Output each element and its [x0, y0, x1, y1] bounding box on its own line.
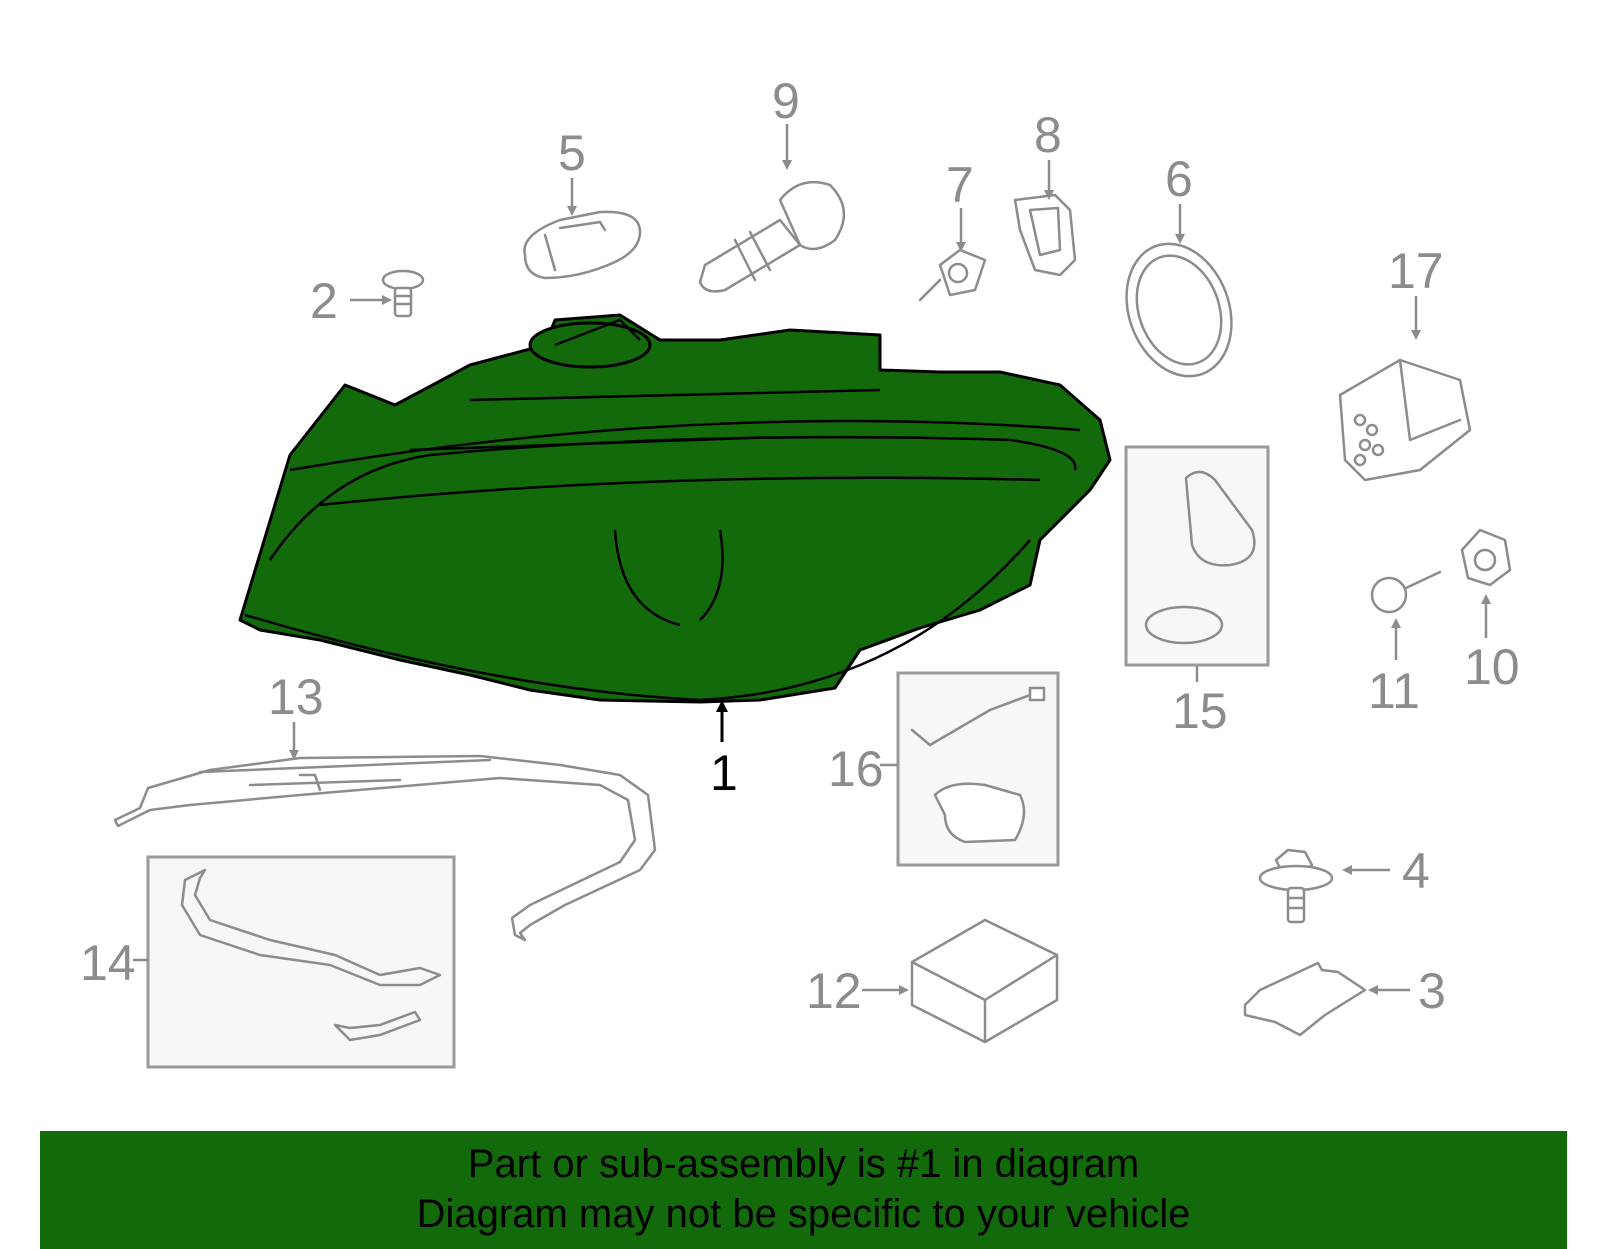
callout-15: 15 — [1172, 683, 1228, 739]
bulb-part-9[interactable] — [698, 180, 846, 293]
gasket-part-15b — [1144, 605, 1224, 645]
callout-2: 2 — [310, 273, 338, 329]
callout-16: 16 — [828, 741, 884, 797]
callout-7: 7 — [946, 157, 974, 213]
kit-box-part-16[interactable] — [896, 671, 1060, 867]
trim-strip-part-14b — [333, 1010, 422, 1042]
callout-10: 10 — [1464, 639, 1520, 695]
banner-line-1: Part or sub-assembly is #1 in diagram — [467, 1142, 1140, 1186]
callout-5: 5 — [558, 125, 586, 181]
socket-part-10[interactable] — [1460, 528, 1512, 587]
control-unit-part-12[interactable] — [910, 918, 1059, 1044]
callout-8: 8 — [1034, 107, 1062, 163]
callout-3: 3 — [1418, 963, 1446, 1019]
info-banner: Part or sub-assembly is #1 in diagram Di… — [40, 1131, 1567, 1249]
callout-6: 6 — [1165, 151, 1193, 207]
callout-12: 12 — [806, 963, 862, 1019]
trim-strip-part-14a — [180, 868, 442, 987]
bolt-part-4[interactable] — [1258, 848, 1334, 924]
callout-9: 9 — [772, 73, 800, 129]
seal-ring-part-6[interactable] — [1109, 229, 1249, 391]
bulb-part-11[interactable] — [1370, 570, 1442, 614]
pad-part-3[interactable] — [1243, 961, 1367, 1037]
callout-14: 14 — [80, 935, 136, 991]
gasket-part-15a — [1184, 470, 1256, 567]
headlight-assembly-part-1[interactable] — [238, 313, 1112, 704]
callout-13: 13 — [268, 669, 324, 725]
bracket-part-16 — [933, 782, 1026, 844]
callout-4: 4 — [1402, 843, 1430, 899]
connector-part-16 — [1028, 686, 1046, 702]
callout-1: 1 — [710, 745, 738, 801]
screw-part-2[interactable] — [381, 269, 425, 318]
holder-part-8[interactable] — [1013, 193, 1077, 277]
cover-cap-part-5[interactable] — [523, 210, 642, 280]
bulb-socket-part-7[interactable] — [918, 248, 987, 302]
banner-line-2: Diagram may not be specific to your vehi… — [416, 1192, 1191, 1236]
callout-17: 17 — [1388, 243, 1444, 299]
control-module-part-17[interactable] — [1338, 358, 1472, 482]
callout-11: 11 — [1368, 663, 1420, 719]
bracket-part-13[interactable] — [113, 754, 657, 942]
